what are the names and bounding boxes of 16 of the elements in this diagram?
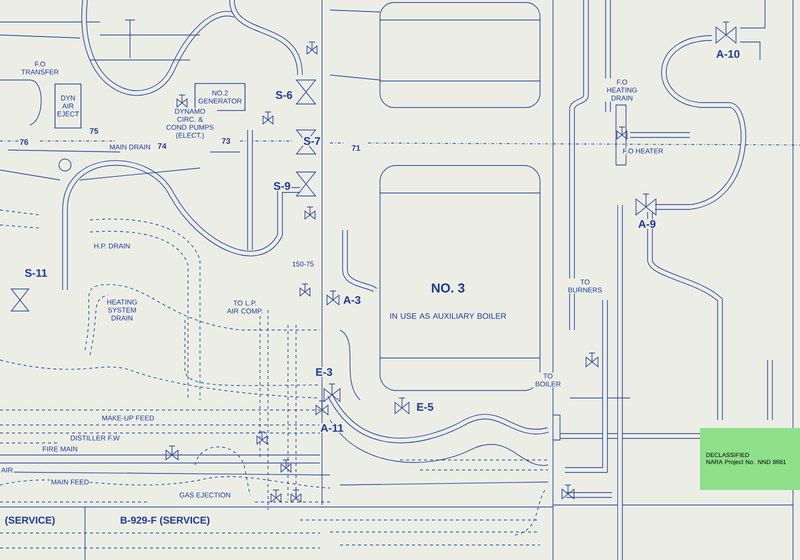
valve-label: S-6 <box>274 90 294 100</box>
valve-label: A-3 <box>342 295 362 305</box>
valve-label: S-7 <box>302 136 322 146</box>
station-number: 75 <box>88 127 100 135</box>
valve-label: E-5 <box>415 402 435 412</box>
station-number: 76 <box>18 138 30 146</box>
valve-label: A-10 <box>715 49 741 59</box>
valve-label: E-3 <box>314 367 334 377</box>
station-number: 73 <box>220 137 232 145</box>
valve-label: S-9 <box>272 181 292 191</box>
valve-label: S-11 <box>24 268 48 278</box>
boiler-drum <box>379 2 541 108</box>
station-number: 74 <box>156 142 168 150</box>
valve-label: A-11 <box>319 423 345 433</box>
title-block-text: B-929-F (SERVICE) <box>119 515 211 527</box>
valve-label: A-9 <box>637 219 657 229</box>
